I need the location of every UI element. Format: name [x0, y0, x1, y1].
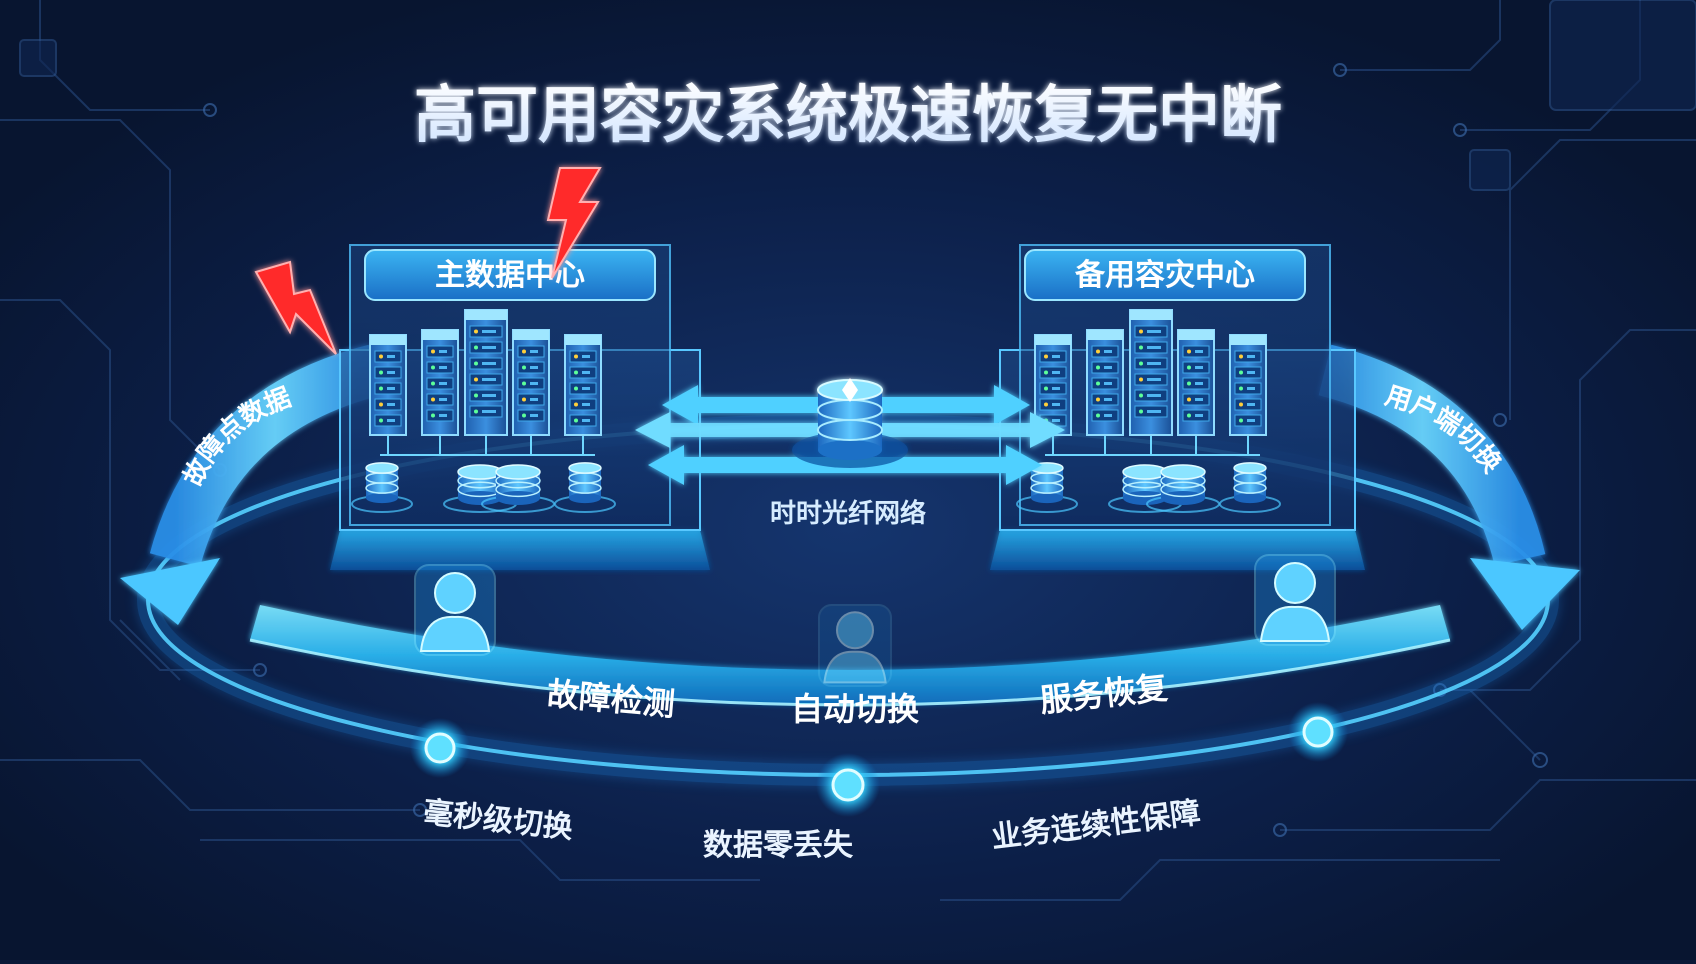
server-rack-icon	[1229, 334, 1267, 436]
backup-servers	[1034, 309, 1267, 456]
node-icon-right	[1288, 702, 1348, 762]
node-icon-center	[816, 753, 880, 817]
circuit-chips	[19, 0, 1696, 191]
step-label-switch: 自动切换	[791, 690, 919, 728]
server-rack-icon	[1086, 329, 1124, 436]
lightning-bolt-icon-2	[254, 260, 337, 355]
server-rack-icon	[1177, 329, 1215, 436]
benefit-label-zero-loss: 数据零丢失	[703, 828, 854, 863]
backup-label-box: 备用容灾中心	[1024, 249, 1306, 301]
server-rack-icon	[1129, 309, 1173, 436]
primary-center-label: 主数据中心	[435, 258, 585, 293]
user-avatar-icon-center	[818, 604, 892, 687]
network-hub-database-icon	[792, 378, 908, 468]
server-rack-icon	[464, 309, 508, 436]
page-title: 高可用容灾系统极速恢复无中断	[414, 78, 1282, 151]
server-rack-icon	[564, 334, 602, 436]
primary-data-center: 主数据中心	[330, 244, 710, 570]
network-link	[635, 378, 1065, 485]
primary-label-box: 主数据中心	[364, 249, 656, 301]
database-cylinder-icon	[351, 462, 413, 513]
primary-databases	[351, 462, 616, 513]
network-label: 时时光纤网络	[770, 498, 926, 529]
database-cylinder-icon	[554, 462, 616, 513]
backup-center-label: 备用容灾中心	[1075, 258, 1255, 293]
server-rack-icon	[512, 329, 550, 436]
lightning-bolt-icon-1	[546, 167, 602, 279]
database-cylinder-icon	[1219, 462, 1281, 513]
circuit-decoration	[0, 0, 1696, 901]
step-band	[249, 605, 1451, 707]
primary-servers	[369, 309, 602, 456]
server-rack-icon	[369, 334, 407, 436]
user-avatar-icon-right	[1254, 554, 1336, 646]
user-avatar-icon-left	[414, 564, 496, 656]
backup-data-center: 备用容灾中心	[990, 244, 1365, 570]
server-rack-icon	[421, 329, 459, 436]
server-rack-icon	[1034, 334, 1072, 436]
database-cylinder-icon	[443, 464, 517, 513]
database-cylinder-icon	[481, 464, 555, 513]
node-icon-left	[410, 718, 470, 778]
